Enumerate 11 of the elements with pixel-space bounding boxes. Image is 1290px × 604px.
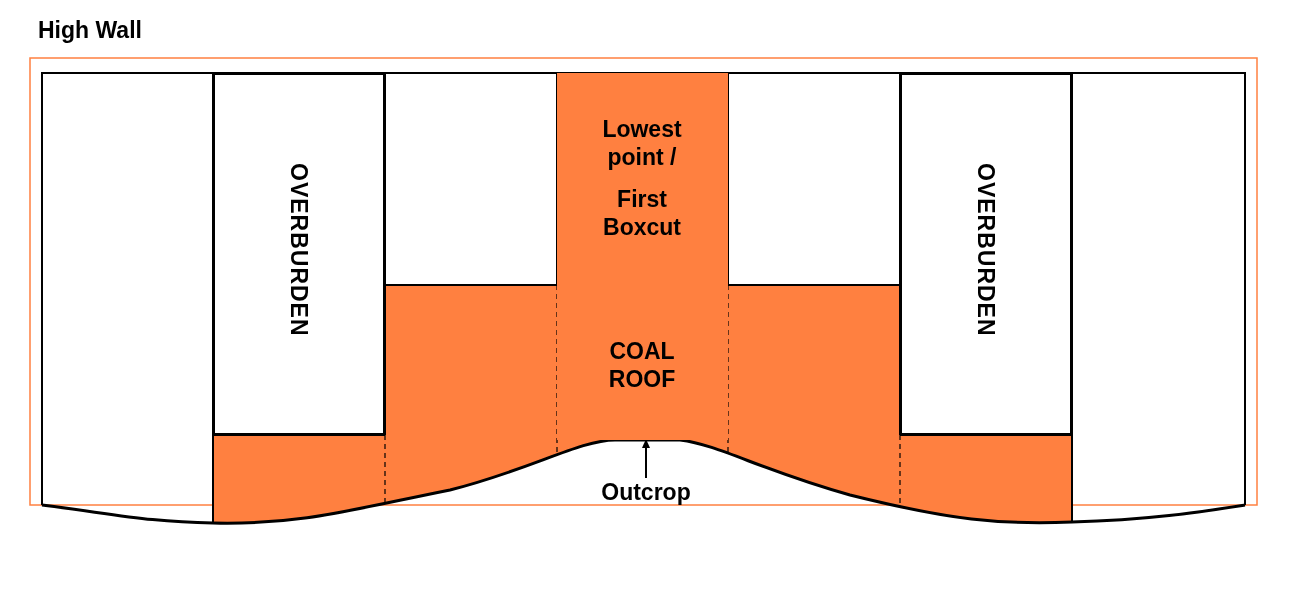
arrow [642,439,650,479]
zone-label: Lowest point / [601,115,683,171]
overburden-column [900,73,1072,435]
outcrop-label: Outcrop [600,478,692,506]
layer-label: OVERBURDEN [972,162,1000,339]
overburden-column [213,73,385,435]
coal-column [557,73,728,440]
wall-label: High Wall [38,16,142,44]
layer-label: OVERBURDEN [285,162,313,339]
zone-label: First Boxcut [602,185,682,241]
zone-label: COAL ROOF [607,337,677,393]
